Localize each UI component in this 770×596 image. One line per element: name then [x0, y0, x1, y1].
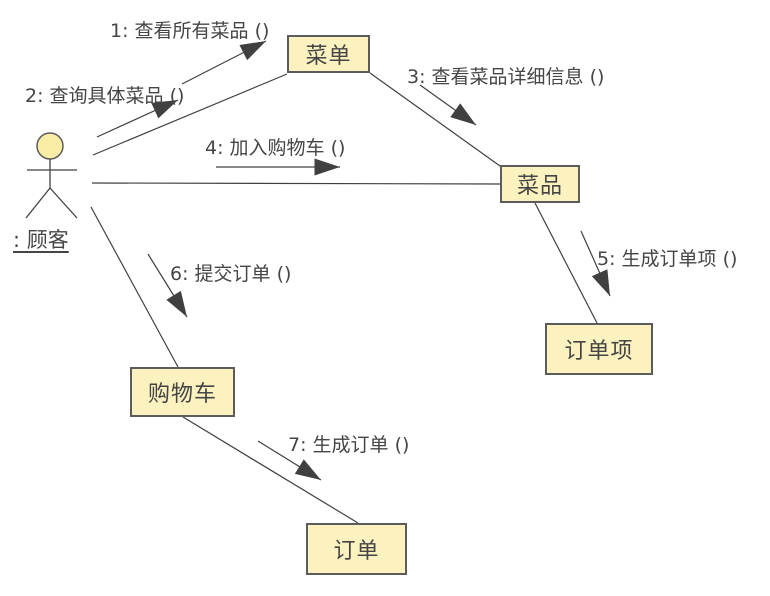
- link-actor-menu: [92, 73, 288, 156]
- message-label-7: 7: 生成订单 (): [288, 434, 410, 456]
- message-arrow-5: [580, 230, 611, 297]
- object-node-order: 订单: [306, 523, 407, 575]
- message-arrow-7: [257, 440, 322, 481]
- link-dish-orderitem: [534, 202, 598, 324]
- message-label-1: 1: 查看所有菜品 (): [110, 20, 270, 42]
- message-arrow-1: [181, 40, 267, 85]
- actor-head: [36, 132, 64, 160]
- message-arrow-3: [419, 84, 477, 126]
- actor-figure: [25, 132, 78, 219]
- actor-label: : 顾客: [13, 228, 69, 252]
- message-label-5: 5: 生成订单项 (): [597, 248, 738, 270]
- message-arrow-2: [96, 99, 179, 138]
- message-label-2: 2: 查询具体菜品 (): [25, 85, 185, 107]
- link-actor-cart: [90, 206, 179, 368]
- object-node-cart: 购物车: [130, 367, 235, 417]
- link-menu-dish: [369, 72, 501, 167]
- message-label-6: 6: 提交订单 (): [170, 263, 292, 285]
- object-node-menu: 菜单: [287, 35, 370, 73]
- object-node-dish: 菜品: [500, 165, 580, 203]
- link-actor-dish: [91, 182, 501, 185]
- message-arrow-6: [147, 253, 188, 318]
- object-node-order-item: 订单项: [545, 323, 653, 375]
- message-label-3: 3: 查看菜品详细信息 (): [407, 66, 605, 88]
- actor-leg-left: [25, 187, 51, 219]
- link-cart-order: [182, 416, 359, 524]
- actor-leg-right: [49, 187, 78, 219]
- message-label-4: 4: 加入购物车 (): [205, 137, 346, 159]
